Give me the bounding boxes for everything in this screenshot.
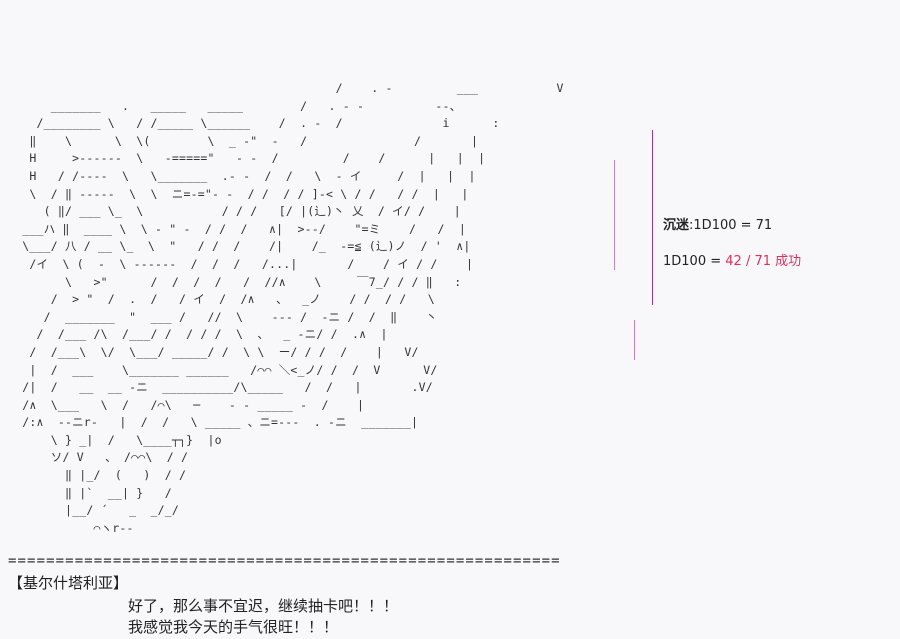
ascii-art-line: /イ \ ( - \ ------ / / / /...| / / イ / / …: [8, 256, 474, 271]
ascii-art-line: ‖ |_/ ( ) / /: [8, 468, 187, 483]
ascii-art-line: ソ/ V 、 /⌒⌒\ / /: [8, 450, 189, 465]
ascii-art-line: / /___\ \/ \___/ _____/ / \ \ ー/ / / / |…: [8, 344, 419, 359]
ascii-art-line: ‖ \ \ \( \ _ -" - / / |: [8, 133, 479, 148]
ascii-art-line: _______ . _____ _____ / . - - --、: [8, 98, 462, 113]
ascii-art-line: \ >" / / / / / //∧ \ ￣7_/ / / ‖ :: [8, 274, 462, 289]
dialogue-line: 好了，那么事不宜迟，继续抽卡吧！！！: [128, 597, 399, 615]
ascii-art-line: H / /---- \ \_______ .- - / / \ - イ / | …: [8, 168, 476, 183]
ascii-art: / . - ___ V _______ . _____ _____ / . - …: [8, 80, 564, 537]
ascii-art-line: ‖ |` __| } /: [8, 485, 172, 500]
dialogue-line: 我感觉我今天的手气很旺！！！: [128, 618, 339, 636]
ascii-art-line: /| / __ __ -ニ __________/\_____ / / | .V…: [8, 380, 433, 395]
dice-roll-1: 沉迷:1D100 = 71: [663, 214, 772, 233]
ascii-art-line: \___/ 八 / __ \_ \ " / / / /| /_ -=≦ (辶)ノ…: [8, 239, 471, 254]
ascii-art-line: |__/ ´ _ _/_/: [8, 503, 179, 518]
ascii-art-line: ( ‖/ ___ \_ \ / / / [/ |(辶)丶 乂 / イ/ / |: [8, 204, 461, 219]
ascii-art-line: ⌒ヽr‐‐: [8, 520, 134, 535]
ascii-art-line: H >------ \ -=====" - - / / / | | |: [8, 151, 486, 166]
ascii-art-line: ___ハ ‖ ____ \ \ - " - / / / ∧| >--/ "=ミ …: [8, 221, 466, 236]
purple-bar: [652, 130, 653, 305]
ascii-art-line: / /___ /\ /___/ / / / / \ 、 _ -ニ/ / .∧ |: [8, 327, 388, 342]
ascii-art-line: / . - ___ V: [8, 81, 564, 95]
ascii-art-line: \ / ‖ ----- \ \ ニ=-="- - / / / / ]-< \ /…: [8, 186, 469, 201]
roll-result: 42 / 71 成功: [725, 254, 802, 269]
roll-label: 沉迷: [663, 218, 690, 233]
ascii-art-line: /:∧ ‐‐ニr‐ | / / \ _____ 、ニ=--- . -ニ ____…: [8, 415, 419, 430]
ascii-art-line: /∧ \___ \ / /⌒\ ─ ‐ - _____ - / |: [8, 397, 365, 412]
ascii-art-line: / _______ " ___ / // \ ‐-- / -ニ / / ‖ 丶: [8, 309, 438, 324]
ascii-art-line: / > " / . / / イ / /∧ 、 _ノ / / / / \: [8, 292, 435, 307]
separator-line: ========================================…: [8, 553, 561, 569]
ascii-art-line: /________ \ / /_____ \______ / . - / i :: [8, 116, 500, 131]
dice-roll-2: 1D100 = 42 / 71 成功: [663, 250, 801, 269]
purple-bar: [634, 320, 635, 360]
roll-formula: 1D100 = 71: [693, 218, 773, 233]
roll-colon: :: [689, 218, 694, 233]
purple-bar: [614, 160, 615, 270]
roll-formula: 1D100 =: [663, 254, 726, 269]
ascii-art-line: | / ___ \_______ ______ /⌒⌒ ＼<_ノ/ / / V …: [8, 362, 438, 377]
speaker-name: 【基尔什塔利亚】: [8, 574, 129, 592]
ascii-art-line: \ } _| / \____┬┐} |o: [8, 432, 222, 447]
